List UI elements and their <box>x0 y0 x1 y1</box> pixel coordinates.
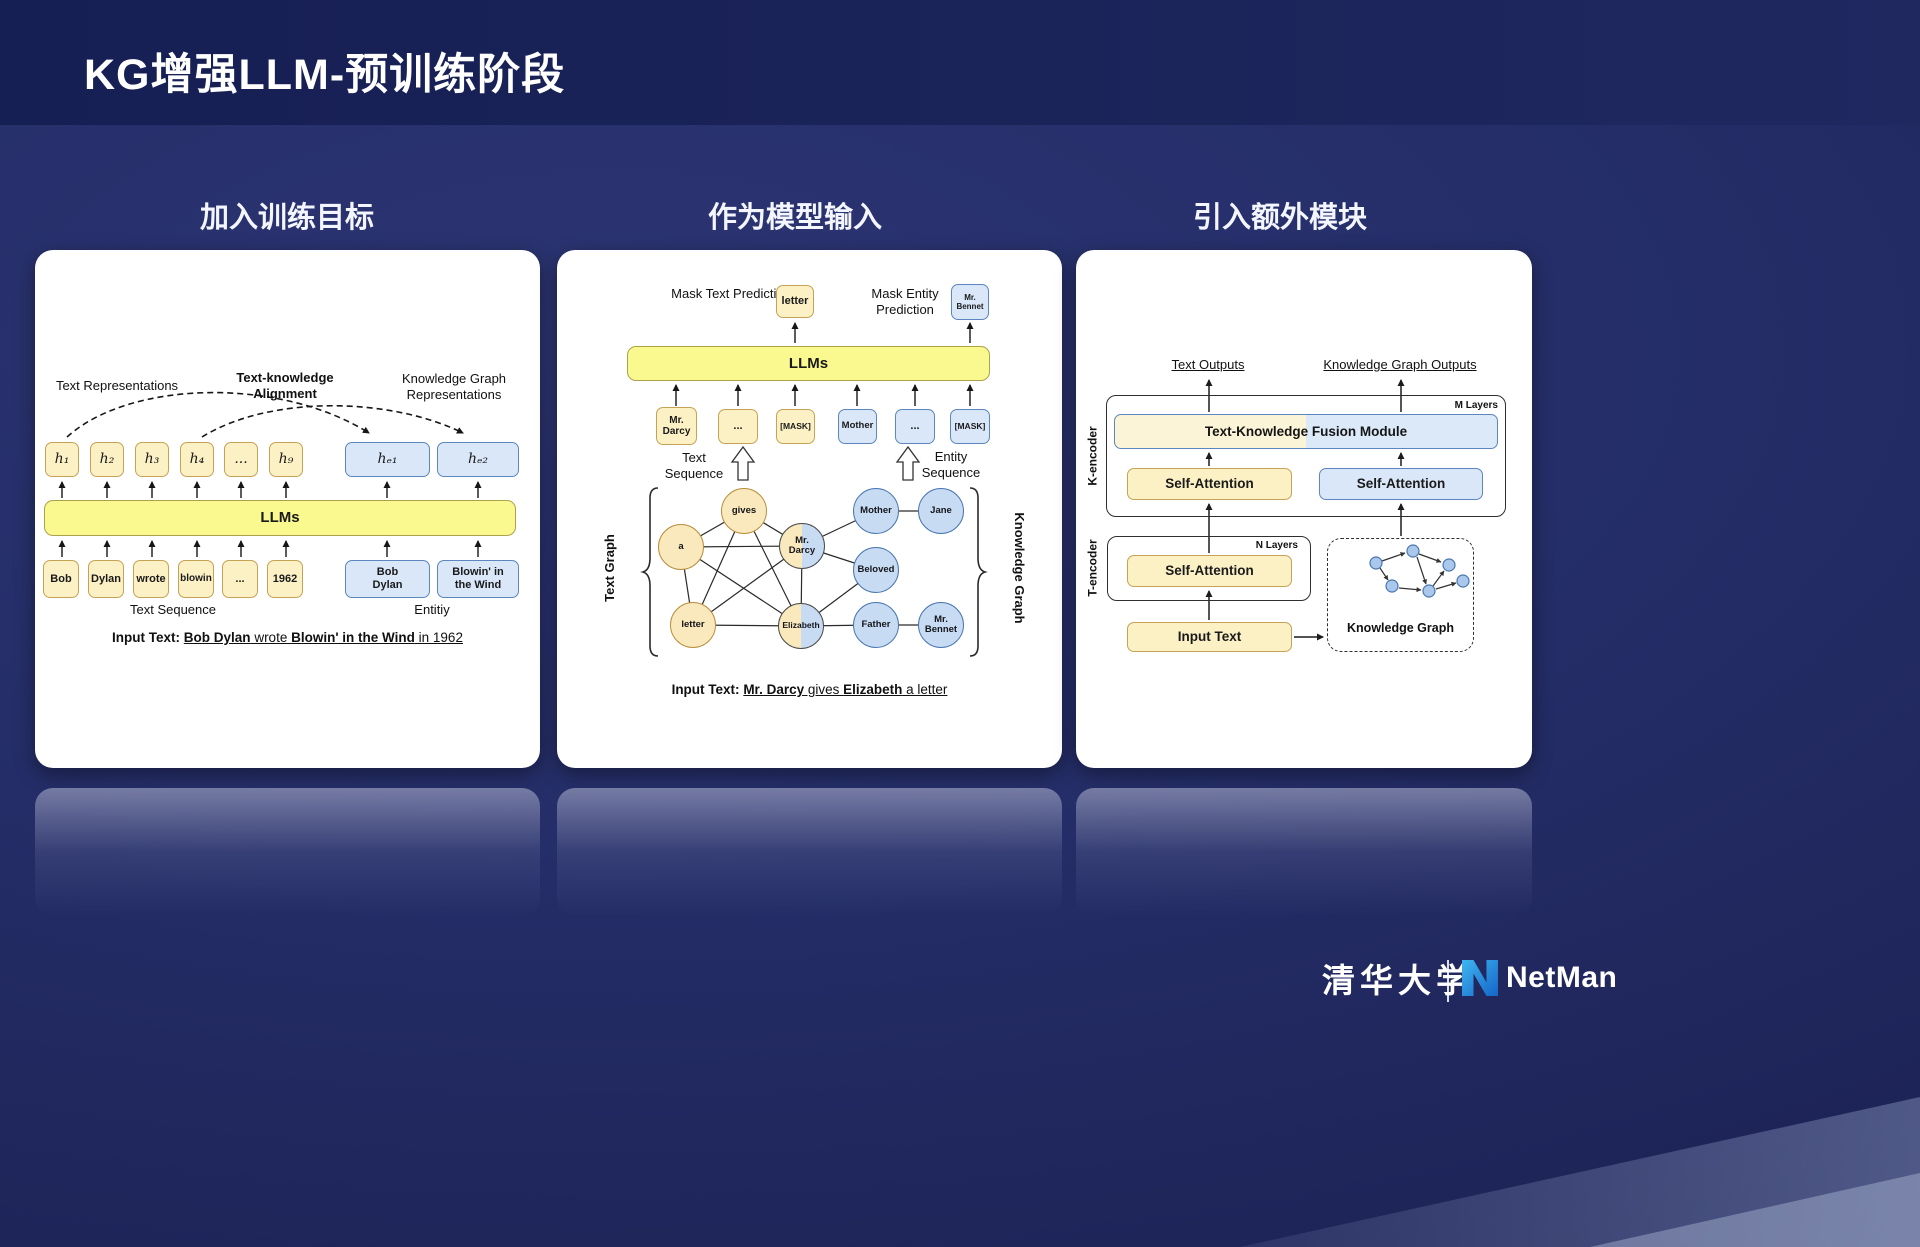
word-node-letter: letter <box>670 602 716 648</box>
dual-node-mr-darcy: Mr. Darcy <box>779 523 825 569</box>
token-box: 1962 <box>267 560 303 598</box>
input-bold-1: Mr. Darcy <box>743 682 805 697</box>
label-mask-entity-prediction: Mask Entity Prediction <box>871 286 939 318</box>
label-text-sequence: Text Sequence <box>129 602 216 617</box>
input-mid: gives <box>804 682 844 697</box>
token-ellipsis: ... <box>718 409 758 444</box>
hollow-up-arrows <box>730 445 921 481</box>
card-model-input: Mask Text Prediction letter Mask Entity … <box>557 250 1062 768</box>
knowledge-graph-box <box>1327 538 1474 652</box>
mask-token-box: [MASK] <box>776 409 815 444</box>
token-box: Bob <box>43 560 79 598</box>
input-bold-2: Elizabeth <box>843 682 903 697</box>
kg-node-beloved: Beloved <box>853 547 899 593</box>
card-reflection <box>1076 788 1532 916</box>
input-prefix: Input Text: <box>671 682 744 697</box>
mask-text-prediction-box: letter <box>776 285 814 318</box>
netman-logo: NetMan <box>1462 960 1617 996</box>
llm-to-hidden-arrows <box>58 481 482 498</box>
hidden-state-ellipsis: ... <box>224 442 258 477</box>
section-heading-extra-module: 引入额外模块 <box>1192 202 1367 234</box>
input-prefix: Input Text: <box>112 630 184 645</box>
token-box: blowin <box>178 560 214 598</box>
entity-hidden-state-box: hₑ₁ <box>345 442 430 477</box>
token-to-llm-arrows <box>58 540 482 557</box>
tsinghua-logo-text: 清华大学 <box>1322 961 1474 1000</box>
self-attention-t-box: Self-Attention <box>1127 555 1292 587</box>
token-box: wrote <box>133 560 169 598</box>
word-node-gives: gives <box>721 488 767 534</box>
label-kg-outputs: Knowledge Graph Outputs <box>1323 357 1477 372</box>
label-text-knowledge-alignment: Text-knowledge Alignment <box>236 370 334 402</box>
card-reflection <box>35 788 540 916</box>
label-n-layers: N Layers <box>1255 540 1298 551</box>
input-text-line: Input Text: Bob Dylan wrote Blowin' in t… <box>35 630 540 645</box>
input-text-line: Input Text: Mr. Darcy gives Elizabeth a … <box>557 682 1062 697</box>
logo-divider <box>1447 960 1449 1002</box>
netman-n-icon <box>1462 960 1498 996</box>
label-text-sequence: Text Sequence <box>664 450 724 482</box>
label-text-representations: Text Representations <box>55 378 179 393</box>
label-t-encoder: T-encoder <box>1085 539 1100 597</box>
kg-node-jane: Jane <box>918 488 964 534</box>
mask-entity-prediction-box: Mr. Bennet <box>951 284 989 320</box>
title-bar <box>0 0 1920 125</box>
entity-ellipsis: ... <box>895 409 935 444</box>
entity-box: Bob Dylan <box>345 560 430 598</box>
entity-token-box: Mother <box>838 409 877 444</box>
kg-node-father: Father <box>853 602 899 648</box>
fusion-module-box: Text-Knowledge Fusion Module <box>1114 414 1498 449</box>
card-training-objectives: Text Representations Text-knowledge Alig… <box>35 250 540 768</box>
entity-text: Bob Dylan <box>372 566 403 591</box>
section-heading-model-input: 作为模型输入 <box>707 202 882 234</box>
label-entity-sequence: Entity Sequence <box>921 449 981 481</box>
entity-hidden-state-box: hₑ₂ <box>437 442 519 477</box>
hidden-state-box: h₂ <box>90 442 124 477</box>
input-mid: wrote <box>250 630 292 645</box>
llm-bar: LLMs <box>44 500 516 536</box>
token-ellipsis: ... <box>222 560 258 598</box>
label-k-encoder: K-encoder <box>1085 426 1100 486</box>
token-box: Dylan <box>88 560 124 598</box>
word-node-a: a <box>658 524 704 570</box>
input-text-box: Input Text <box>1127 622 1292 652</box>
hidden-state-box: h₁ <box>45 442 79 477</box>
label-knowledge-graph: Knowledge Graph <box>1347 621 1454 635</box>
input-tail: a letter <box>902 682 948 697</box>
label-entity: Entitiy <box>414 602 450 617</box>
t-encoder-box <box>1107 536 1311 601</box>
entity-text: Blowin' in the Wind <box>452 566 504 591</box>
label-knowledge-graph: Knowledge Graph <box>1012 512 1028 624</box>
dual-node-elizabeth: Elizabeth <box>778 603 824 649</box>
label-m-layers: M Layers <box>1454 400 1498 411</box>
label-text-graph: Text Graph <box>601 534 617 602</box>
hidden-state-box: h₃ <box>135 442 169 477</box>
entity-box: Blowin' in the Wind <box>437 560 519 598</box>
mask-entity-box: [MASK] <box>950 409 990 444</box>
label-text-outputs: Text Outputs <box>1171 357 1245 372</box>
kg-node-mother: Mother <box>853 488 899 534</box>
hidden-state-box: h₉ <box>269 442 303 477</box>
self-attention-text-box: Self-Attention <box>1127 468 1292 500</box>
card-extra-modules: Text Outputs Knowledge Graph Outputs K-e… <box>1076 250 1532 768</box>
llm-bar: LLMs <box>627 346 990 381</box>
input-tail: in 1962 <box>414 630 463 645</box>
token-to-llm-arrows <box>672 384 974 406</box>
section-heading-training-objective: 加入训练目标 <box>199 202 374 234</box>
input-bold-1: Bob Dylan <box>183 630 251 645</box>
card-reflection <box>557 788 1062 916</box>
input-bold-2: Blowin' in the Wind <box>291 630 415 645</box>
k-encoder-box <box>1106 395 1506 517</box>
llm-to-prediction-arrows <box>791 322 974 343</box>
kg-node-mr-bennet: Mr. Bennet <box>918 602 964 648</box>
label-kg-representations: Knowledge Graph Representations <box>401 371 507 403</box>
hidden-state-box: h₄ <box>180 442 214 477</box>
self-attention-kg-box: Self-Attention <box>1319 468 1483 500</box>
netman-logo-text: NetMan <box>1506 961 1618 994</box>
label-mask-text-prediction: Mask Text Prediction <box>671 286 791 301</box>
token-box: Mr. Darcy <box>656 407 697 445</box>
page-title: KG增强LLM-预训练阶段 <box>84 51 566 99</box>
